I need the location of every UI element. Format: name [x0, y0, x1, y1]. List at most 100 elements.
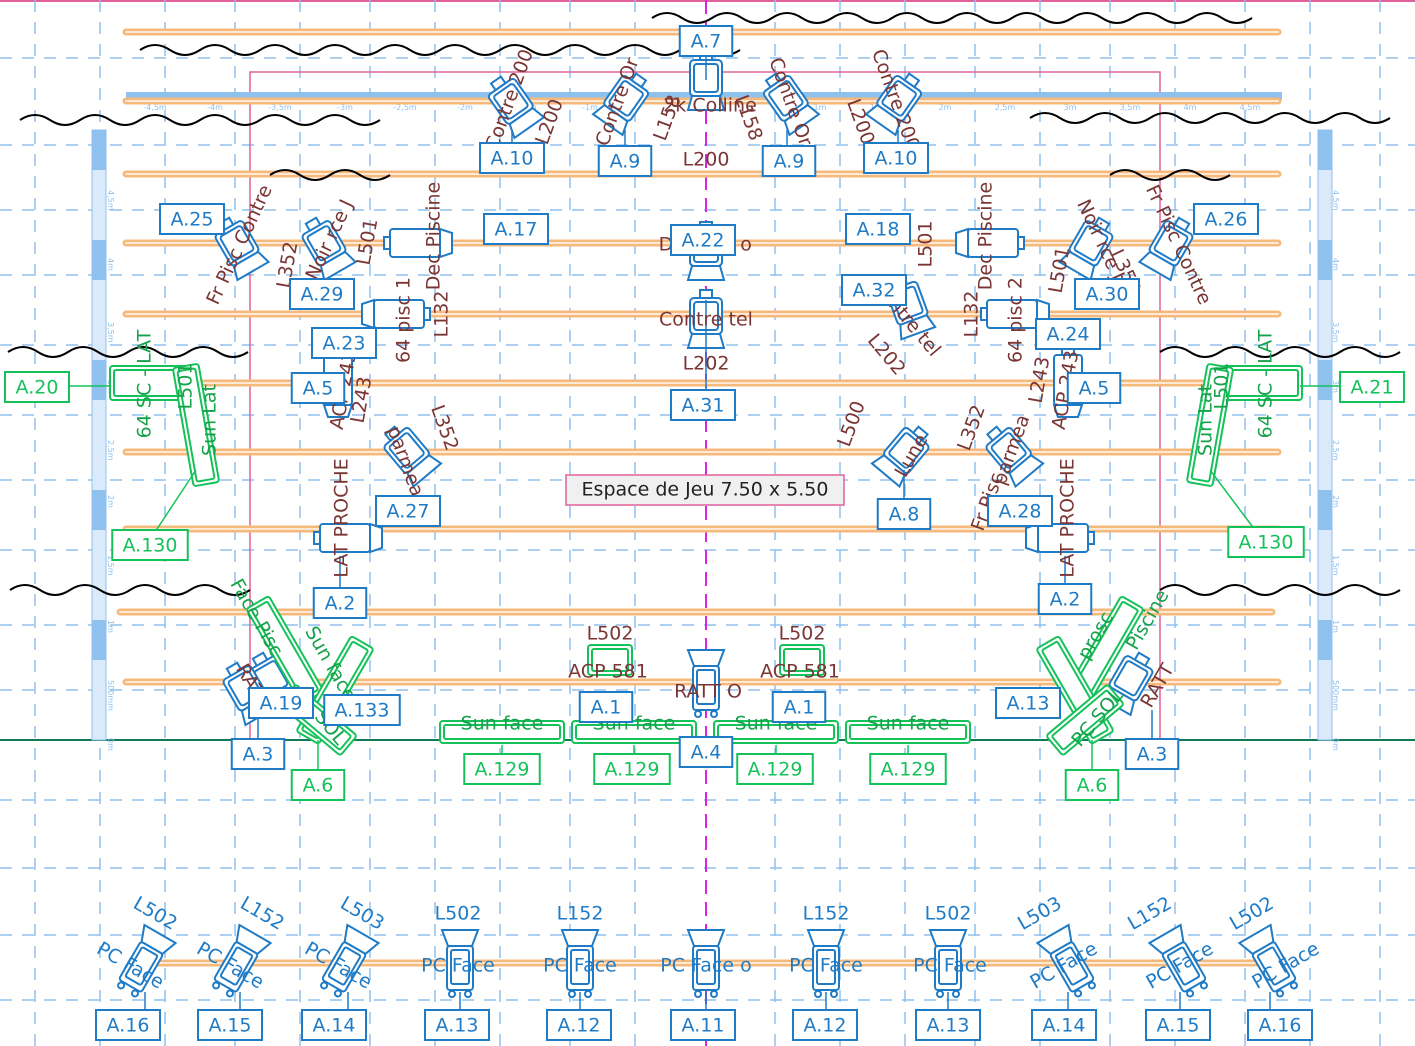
fixture-tag: A.28	[987, 495, 1053, 527]
front-row-gel-label: L502	[925, 903, 972, 925]
fixture-tag: A.1	[771, 691, 827, 723]
side-scale-tick: 2,5m	[1331, 440, 1340, 461]
label-contre-tel: Contre tel	[659, 309, 753, 331]
acp-581-left-icon	[587, 644, 633, 676]
fixture-tag: A.4	[678, 736, 734, 768]
svg-text:A.29: A.29	[301, 284, 344, 306]
svg-text:A.2: A.2	[325, 593, 356, 615]
top-scale-tick: 2m	[939, 103, 952, 112]
front-row-gel-label: L503	[336, 892, 388, 934]
noir-right-icon	[1057, 216, 1114, 282]
fixture-tag: A.3	[1124, 738, 1180, 770]
label-sc-lat-r: 64 SC - LAT	[1255, 329, 1277, 438]
svg-text:A.15: A.15	[209, 1015, 252, 1037]
svg-text:A.13: A.13	[1007, 693, 1050, 715]
label-l501-a: L501	[353, 217, 383, 267]
front-row-gel-label: L152	[557, 903, 604, 925]
svg-text:A.5: A.5	[1079, 378, 1110, 400]
label-l202: L202	[683, 353, 730, 375]
svg-text:A.9: A.9	[610, 151, 641, 173]
svg-text:A.15: A.15	[1157, 1015, 1200, 1037]
masking-borders	[7, 12, 1401, 596]
svg-text:A.6: A.6	[1077, 775, 1108, 797]
svg-text:A.1: A.1	[784, 697, 815, 719]
front-row-gel-label: L502	[129, 892, 181, 934]
label-l132-r: L132	[961, 291, 983, 338]
svg-text:A.10: A.10	[491, 148, 534, 170]
side-scale-tick: 2m	[1331, 495, 1340, 508]
top-scale-tick: 4m	[1184, 103, 1197, 112]
svg-text:A.129: A.129	[748, 759, 803, 781]
top-scale-tick: 2,5m	[995, 103, 1016, 112]
front-pc-icon	[806, 929, 846, 998]
svg-text:A.129: A.129	[605, 759, 660, 781]
front-row-gel-label: L152	[803, 903, 850, 925]
fixture-tag: A.129	[463, 753, 541, 785]
side-scale-tick: 0m	[106, 738, 115, 751]
fixture-tag: A.133	[323, 694, 401, 726]
ratt-o-icon	[686, 649, 726, 718]
sun-face-bar-2	[571, 720, 697, 744]
side-scale-tick: 0m	[1331, 738, 1340, 751]
svg-text:A.19: A.19	[260, 693, 303, 715]
svg-text:A.10: A.10	[875, 148, 918, 170]
svg-text:A.7: A.7	[691, 31, 722, 53]
svg-text:A.32: A.32	[853, 280, 896, 302]
label-sun-lat-r: Sun Lat	[1195, 384, 1217, 456]
fixture-tag: A.13	[915, 1009, 981, 1041]
side-scale-tick: 4,5m	[1331, 190, 1340, 211]
svg-text:A.22: A.22	[682, 230, 725, 252]
side-scale-tick: 1,5m	[1331, 555, 1340, 576]
top-scale-tick: -4m	[207, 103, 223, 112]
fixture-tag: A.6	[290, 769, 346, 801]
label-l132-l: L132	[431, 291, 453, 338]
contre-200-left-icon	[487, 75, 546, 140]
svg-text:A.23: A.23	[323, 333, 366, 355]
label-l500: L500	[833, 398, 870, 450]
side-scale-tick: 2,5m	[106, 440, 115, 461]
fixture-tag: A.13	[424, 1009, 490, 1041]
fixture-tag: A.10	[863, 142, 929, 174]
contre-or-right-icon	[762, 72, 821, 137]
fr-pisc-contre-right-icon	[1137, 216, 1194, 282]
front-pc-icon	[1237, 923, 1298, 998]
svg-text:A.25: A.25	[171, 209, 214, 231]
top-scale-tick: -4,5m	[143, 103, 167, 112]
svg-text:A.133: A.133	[335, 700, 390, 722]
contre-or-left-icon	[591, 72, 650, 137]
fixture-tag: A.6	[1064, 769, 1120, 801]
fixture-tag: A.12	[546, 1009, 612, 1041]
front-row-gel-label: L502	[435, 903, 482, 925]
top-scale-tick: -2,5m	[393, 103, 417, 112]
top-scale-tick: -3,5m	[268, 103, 292, 112]
fixture-tag: A.16	[1247, 1009, 1313, 1041]
svg-text:A.13: A.13	[436, 1015, 479, 1037]
fixture-tag: A.14	[1031, 1009, 1097, 1041]
label-d-o: D	[659, 234, 674, 256]
fixture-tag: A.9	[597, 145, 653, 177]
label-lat-proche-l: LAT PROCHE	[331, 458, 353, 577]
front-pc-icon	[560, 929, 600, 998]
label-sun-face: Sun face	[461, 713, 544, 735]
fixture-tag: A.7	[678, 25, 734, 57]
svg-text:A.130: A.130	[123, 535, 178, 557]
label-l501-lat-l: L501	[175, 363, 197, 410]
fixture-tag: A.5	[1066, 372, 1122, 404]
label-lat-proche-r: LAT PROCHE	[1057, 458, 1079, 577]
side-scale-tick: 3,5m	[106, 322, 115, 343]
fixture-tag: A.21	[1339, 371, 1405, 403]
label-l501-lat-r: L501	[1211, 363, 1233, 410]
fixture-tag: A.129	[869, 753, 947, 785]
front-pc-icon	[1035, 923, 1096, 998]
fixture-tag: A.130	[1227, 526, 1305, 558]
noir-left-icon	[301, 216, 358, 282]
front-row-gel-label: L152	[1124, 892, 1176, 934]
side-scale-tick: 1,5m	[106, 555, 115, 576]
label-pisc-2: 64 pisc 2	[1005, 277, 1027, 363]
label-l243-r: L243	[1025, 355, 1055, 405]
front-pc-icon	[1147, 923, 1208, 998]
svg-text:A.12: A.12	[804, 1015, 847, 1037]
fixture-tag: A.15	[197, 1009, 263, 1041]
label-sun-lat-l: Sun Lat	[199, 384, 221, 456]
label-l200-c: L200	[683, 149, 730, 171]
